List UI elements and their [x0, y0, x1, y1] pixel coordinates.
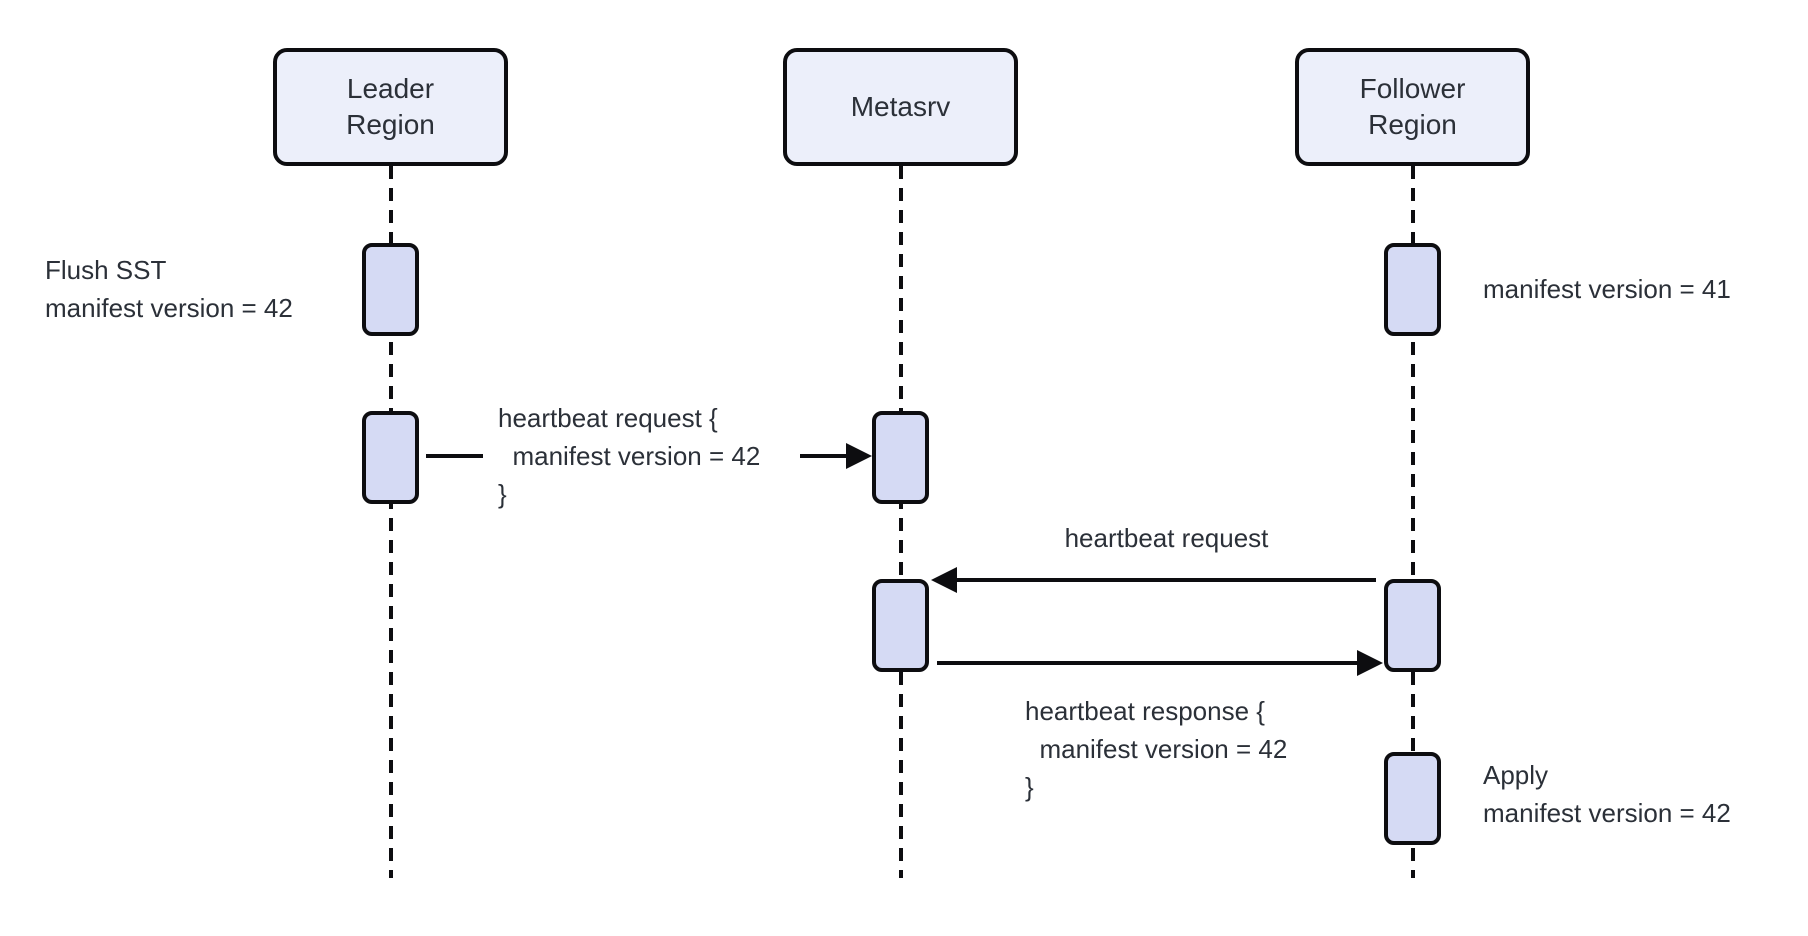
activation-follower-heartbeat [1384, 579, 1441, 672]
activation-leader-heartbeat [362, 411, 419, 504]
message1-line-left-segment [426, 454, 483, 458]
activation-metasrv-receive [872, 411, 929, 504]
actor-follower-region: Follower Region [1295, 48, 1530, 166]
message1-arrowhead-icon [846, 443, 872, 469]
activation-follower-v41 [1384, 243, 1441, 336]
message3-line [937, 661, 1359, 665]
message2-arrowhead-icon [931, 567, 957, 593]
lifeline-leader-region [389, 166, 393, 878]
message1-line-right-segment [800, 454, 848, 458]
message3-arrowhead-icon [1357, 650, 1383, 676]
note-flush-sst: Flush SST manifest version = 42 [45, 255, 293, 323]
activation-metasrv-respond [872, 579, 929, 672]
message1-label: heartbeat request { manifest version = 4… [498, 403, 761, 509]
note-apply-manifest-version-42: Apply manifest version = 42 [1483, 760, 1731, 828]
activation-follower-apply [1384, 752, 1441, 845]
lifeline-follower-region [1411, 166, 1415, 878]
actor-metasrv: Metasrv [783, 48, 1018, 166]
message3-label: heartbeat response { manifest version = … [1025, 696, 1288, 802]
lifeline-metasrv [899, 166, 903, 878]
message2-label: heartbeat request [1064, 523, 1269, 553]
activation-leader-flush [362, 243, 419, 336]
actor-leader-region: Leader Region [273, 48, 508, 166]
message2-line [955, 578, 1376, 582]
note-manifest-version-41: manifest version = 41 [1483, 274, 1731, 304]
